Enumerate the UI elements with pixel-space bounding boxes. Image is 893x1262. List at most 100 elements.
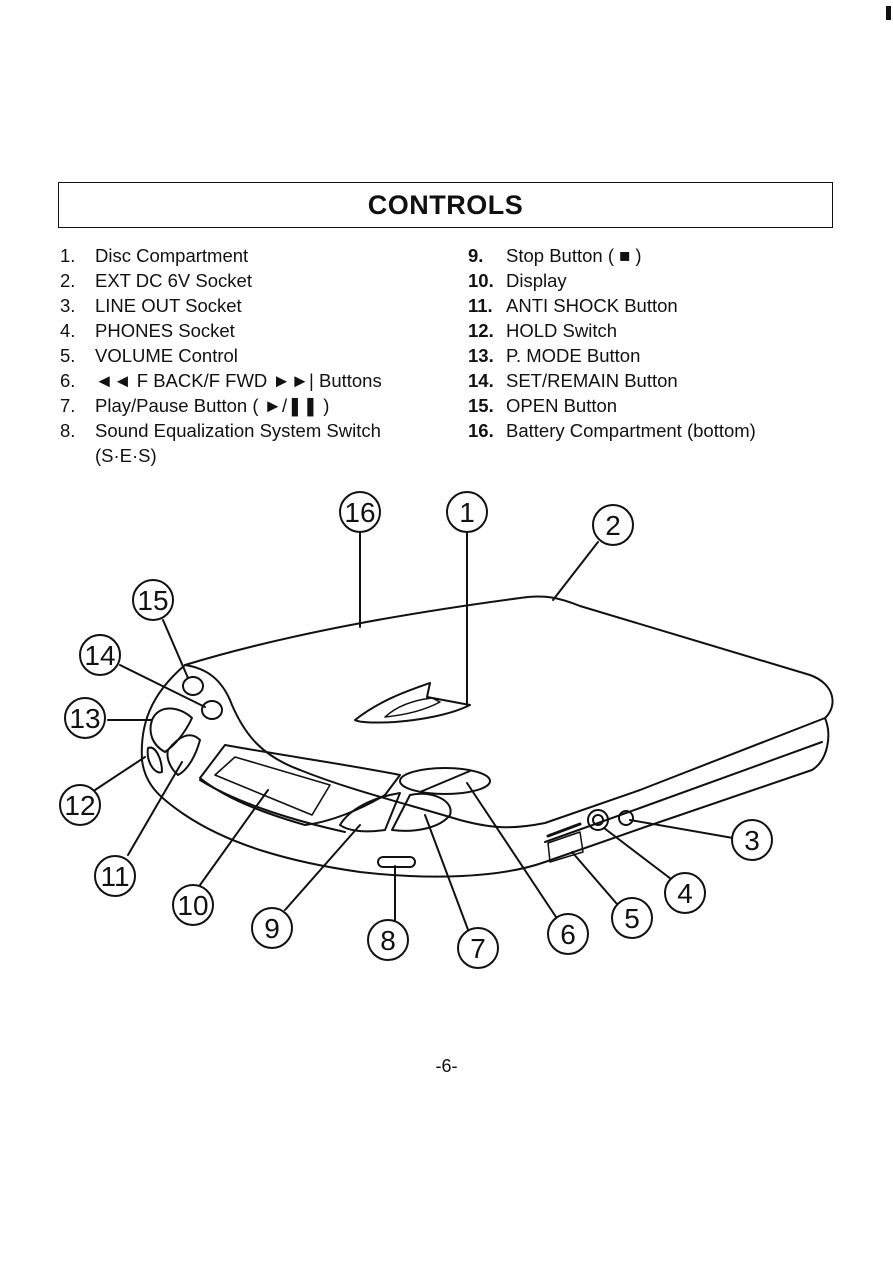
callout-label: 12 bbox=[64, 790, 95, 821]
item-label: Display bbox=[506, 270, 567, 291]
title-box: CONTROLS bbox=[58, 182, 833, 228]
callout-label: 10 bbox=[177, 890, 208, 921]
callout-13 bbox=[64, 697, 106, 739]
callout-8 bbox=[367, 919, 409, 961]
list-item: 14. SET/REMAIN Button bbox=[468, 368, 828, 393]
skip-buttons bbox=[399, 767, 491, 795]
list-item: 3. LINE OUT Socket bbox=[60, 293, 440, 318]
callout-label: 8 bbox=[380, 925, 396, 956]
item-number: 1. bbox=[60, 245, 76, 266]
list-item: 13. P. MODE Button bbox=[468, 343, 828, 368]
item-number: 10. bbox=[468, 270, 494, 291]
display-outline bbox=[199, 744, 401, 826]
item-label: HOLD Switch bbox=[506, 320, 618, 341]
item-number: 16. bbox=[468, 420, 494, 441]
item-label: SET/REMAIN Button bbox=[506, 370, 678, 391]
callout-label: 1 bbox=[459, 497, 475, 528]
player-side-line bbox=[544, 741, 823, 843]
item-number: 3. bbox=[60, 295, 76, 316]
item-number: 15. bbox=[468, 395, 494, 416]
item-number: 8. bbox=[60, 420, 76, 441]
item-number: 13. bbox=[468, 345, 494, 366]
list-item: 2. EXT DC 6V Socket bbox=[60, 268, 440, 293]
list-item: 12. HOLD Switch bbox=[468, 318, 828, 343]
stop-button bbox=[339, 792, 401, 833]
item-number: 14. bbox=[468, 370, 494, 391]
list-item: 7. Play/Pause Button ( ►/❚❚ ) bbox=[60, 393, 440, 418]
ses-switch bbox=[377, 856, 416, 868]
disc-logo bbox=[354, 682, 471, 724]
item-continuation: (S·E·S) bbox=[95, 445, 157, 466]
callout-label: 9 bbox=[264, 913, 280, 944]
front-edge bbox=[199, 779, 346, 833]
item-label: ◄◄ F BACK/F FWD ►►| Buttons bbox=[95, 370, 382, 391]
anti-shock-button bbox=[166, 734, 201, 776]
callout-5 bbox=[611, 897, 653, 939]
item-label: EXT DC 6V Socket bbox=[95, 270, 252, 291]
set-remain-button bbox=[201, 700, 223, 720]
item-label: Stop Button ( ■ ) bbox=[506, 245, 642, 266]
callout-label: 15 bbox=[137, 585, 168, 616]
item-label: P. MODE Button bbox=[506, 345, 641, 366]
callout-1 bbox=[446, 491, 488, 533]
list-item: 5. VOLUME Control bbox=[60, 343, 440, 368]
item-label: LINE OUT Socket bbox=[95, 295, 242, 316]
callout-label: 14 bbox=[84, 640, 115, 671]
list-item: 11. ANTI SHOCK Button bbox=[468, 293, 828, 318]
callout-label: 11 bbox=[100, 861, 129, 892]
player-top-lid bbox=[184, 595, 834, 829]
list-item: 1. Disc Compartment bbox=[60, 243, 440, 268]
item-label: Battery Compartment (bottom) bbox=[506, 420, 756, 441]
item-number: 11. bbox=[468, 295, 493, 316]
player-bottom-curve bbox=[140, 664, 186, 761]
list-item: 6. ◄◄ F BACK/F FWD ►►| Buttons bbox=[60, 368, 440, 393]
callout-7 bbox=[457, 927, 499, 969]
list-item: 15. OPEN Button bbox=[468, 393, 828, 418]
list-item: 9. Stop Button ( ■ ) bbox=[468, 243, 828, 268]
callout-label: 3 bbox=[744, 825, 760, 856]
callout-12 bbox=[59, 784, 101, 826]
list-item: 10. Display bbox=[468, 268, 828, 293]
hold-switch bbox=[146, 746, 163, 774]
volume-wheel bbox=[547, 831, 584, 863]
callout-label: 4 bbox=[677, 878, 693, 909]
play-button bbox=[391, 792, 452, 832]
item-number: 6. bbox=[60, 370, 76, 391]
controls-list-left: 1. Disc Compartment 2. EXT DC 6V Socket 3.… bbox=[60, 243, 440, 466]
item-label: Play/Pause Button ( ►/❚❚ ) bbox=[95, 395, 330, 416]
display-window bbox=[214, 756, 331, 816]
item-number: 12. bbox=[468, 320, 494, 341]
item-label: Disc Compartment bbox=[95, 245, 249, 266]
item-label: ANTI SHOCK Button bbox=[506, 295, 678, 316]
open-button bbox=[182, 676, 204, 696]
callout-label: 13 bbox=[69, 703, 100, 734]
item-label: VOLUME Control bbox=[95, 345, 238, 366]
item-number: 9. bbox=[468, 245, 484, 266]
line-out-socket bbox=[618, 810, 634, 826]
callout-label: 2 bbox=[605, 510, 621, 541]
callout-15 bbox=[132, 579, 174, 621]
callout-label: 7 bbox=[470, 933, 486, 964]
item-label: PHONES Socket bbox=[95, 320, 235, 341]
item-number: 2. bbox=[60, 270, 76, 291]
item-number: 7. bbox=[60, 395, 76, 416]
list-item: 8. Sound Equalization System Switch (S·E·S… bbox=[60, 418, 440, 466]
callout-3 bbox=[731, 819, 773, 861]
callout-10 bbox=[172, 884, 214, 926]
callout-14 bbox=[79, 634, 121, 676]
controls-list-right: 9. Stop Button ( ■ ) 10. Display 11. ANTI S… bbox=[468, 243, 828, 443]
item-label: Sound Equalization System Switch bbox=[95, 420, 381, 441]
item-label: OPEN Button bbox=[506, 395, 618, 416]
corner-mark bbox=[886, 6, 891, 20]
callout-6 bbox=[547, 913, 589, 955]
callout-label: 5 bbox=[624, 903, 640, 934]
item-number: 4. bbox=[60, 320, 76, 341]
list-item: 4. PHONES Socket bbox=[60, 318, 440, 343]
item-number: 5. bbox=[60, 345, 76, 366]
page-number: -6- bbox=[435, 1056, 458, 1076]
callout-9 bbox=[251, 907, 293, 949]
phones-socket bbox=[587, 809, 609, 831]
callout-label: 16 bbox=[344, 497, 375, 528]
callout-label: 6 bbox=[560, 919, 576, 950]
cd-player-diagram: 16 1 2 3 4 5 6 7 8 9 10 11 12 13 14 15 bbox=[59, 491, 834, 969]
